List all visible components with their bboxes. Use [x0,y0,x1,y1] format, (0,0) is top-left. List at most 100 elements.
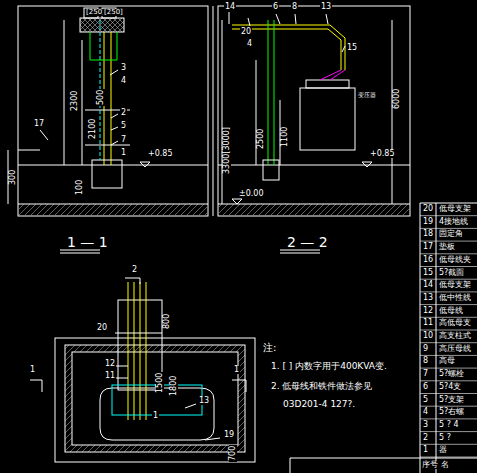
table-rule [420,406,477,407]
table-rule [420,291,477,292]
callout-number: 8 [291,3,298,11]
table-cell: 低母支架 [438,281,472,289]
callout-number: +0.85 [147,150,174,158]
table-cell: 序号 [421,461,439,469]
table-cell: 20 [422,205,434,213]
table-rule [420,330,477,331]
table-cell: 低中性线 [438,294,472,302]
table-cell: 高压母线 [438,345,472,353]
table-cell: 3 [422,421,429,429]
table-cell: 5?截面 [438,269,465,277]
callout-number: 6 [272,3,279,11]
table-rule [420,355,477,356]
callout-number: 1800 [170,375,178,397]
table-rule [420,241,477,242]
table-cell: 5?螺栓 [438,370,465,378]
callout-number: 1 [120,149,127,157]
table-cell: 1 [422,446,429,454]
callout-number: 3300[3000] [223,126,231,175]
callout-number: 15 [346,44,358,52]
callout-number: 17 [33,120,45,128]
table-cell: 5?右螺 [438,408,465,416]
callout-number: 1 — 1 [66,235,109,249]
callout-number: 4 [246,40,253,48]
table-cell: 6 [422,383,429,391]
callout-number: 2 — 2 [286,235,329,249]
table-cell: 9 [422,345,429,353]
table-cell: 垫板 [438,243,456,251]
table-rule [420,457,477,458]
table-cell: 5?4支 [438,383,462,391]
table-cell: 17 [422,243,434,251]
table-cell: 13 [422,294,434,302]
table-rule [420,431,477,432]
table-cell: 5?支架 [438,396,465,404]
callout-number: 14 [224,3,236,11]
table-cell: 14 [422,281,434,289]
callout-number: +0.85 [369,150,396,158]
table-cell: 名 [440,461,450,469]
table-rule [420,304,477,305]
table-rule [420,279,477,280]
callout-number: 13 [320,3,332,11]
note-text: 1. [ ] 内数字用于400KVA变. [270,362,388,371]
callout-number: 3 [120,64,127,72]
callout-number: 300 [9,169,17,186]
callout-number: 2100 [89,118,97,140]
table-rule [420,342,477,343]
callout-number: 2 [131,266,138,274]
callout-number: ±0.00 [238,190,265,198]
table-cell: 18 [422,230,434,238]
table-rule [420,368,477,369]
callout-number: 1 [152,412,159,420]
callout-number: 7 [120,136,127,144]
table-cell: 低母线夹 [438,256,472,264]
callout-number: 700 [229,445,237,462]
callout-number: 19 [223,431,235,439]
table-cell: 16 [422,256,434,264]
callout-number: 1 [233,366,240,374]
table-cell: 19 [422,218,434,226]
callout-number: 5 [120,122,127,130]
callout-number: 2300 [71,90,79,112]
callout-number: 20 [96,324,108,332]
note-text: 注: [262,343,277,353]
callout-number: 变压器 [357,92,377,98]
callout-number: 1500 [156,372,164,394]
callout-number: 6000 [393,88,401,110]
table-cell: 固定角 [438,230,464,238]
callout-number: [250] [103,9,124,16]
callout-number: 4 [120,77,127,85]
table-cell: 4接地线 [438,218,469,226]
table-rule [420,266,477,267]
table-cell: 15 [422,269,434,277]
table-cell: 高支柱式 [438,332,472,340]
callout-number: 12 [104,360,116,368]
table-rule [420,215,477,216]
callout-number: 100 [76,179,84,196]
table-rule [420,317,477,318]
table-cell: 器 [438,446,448,454]
callout-number: 2500 [257,128,265,150]
table-cell: 5 [422,396,429,404]
table-cell: 5 ? [438,434,452,442]
callout-number: 20 [240,28,252,36]
table-cell: 2 [422,434,429,442]
note-text: 2. 低母线和铁件做法参见 [270,382,373,391]
table-cell: 高低母支 [438,319,472,327]
table-rule [420,228,477,229]
table-rule [420,418,477,419]
callout-number: 11 [104,372,116,380]
callout-number: 2 [120,109,127,117]
table-cell: 8 [422,357,429,365]
table-cell: 高母 [438,357,456,365]
table-cell: 11 [422,319,434,327]
callout-number: 1100 [281,126,289,148]
table-cell: 7 [422,370,429,378]
table-rule [420,253,477,254]
table-cell: 低母支架 [438,205,472,213]
table-rule [420,393,477,394]
callout-number: 800 [163,313,171,330]
table-cell: 低母线 [438,307,464,315]
